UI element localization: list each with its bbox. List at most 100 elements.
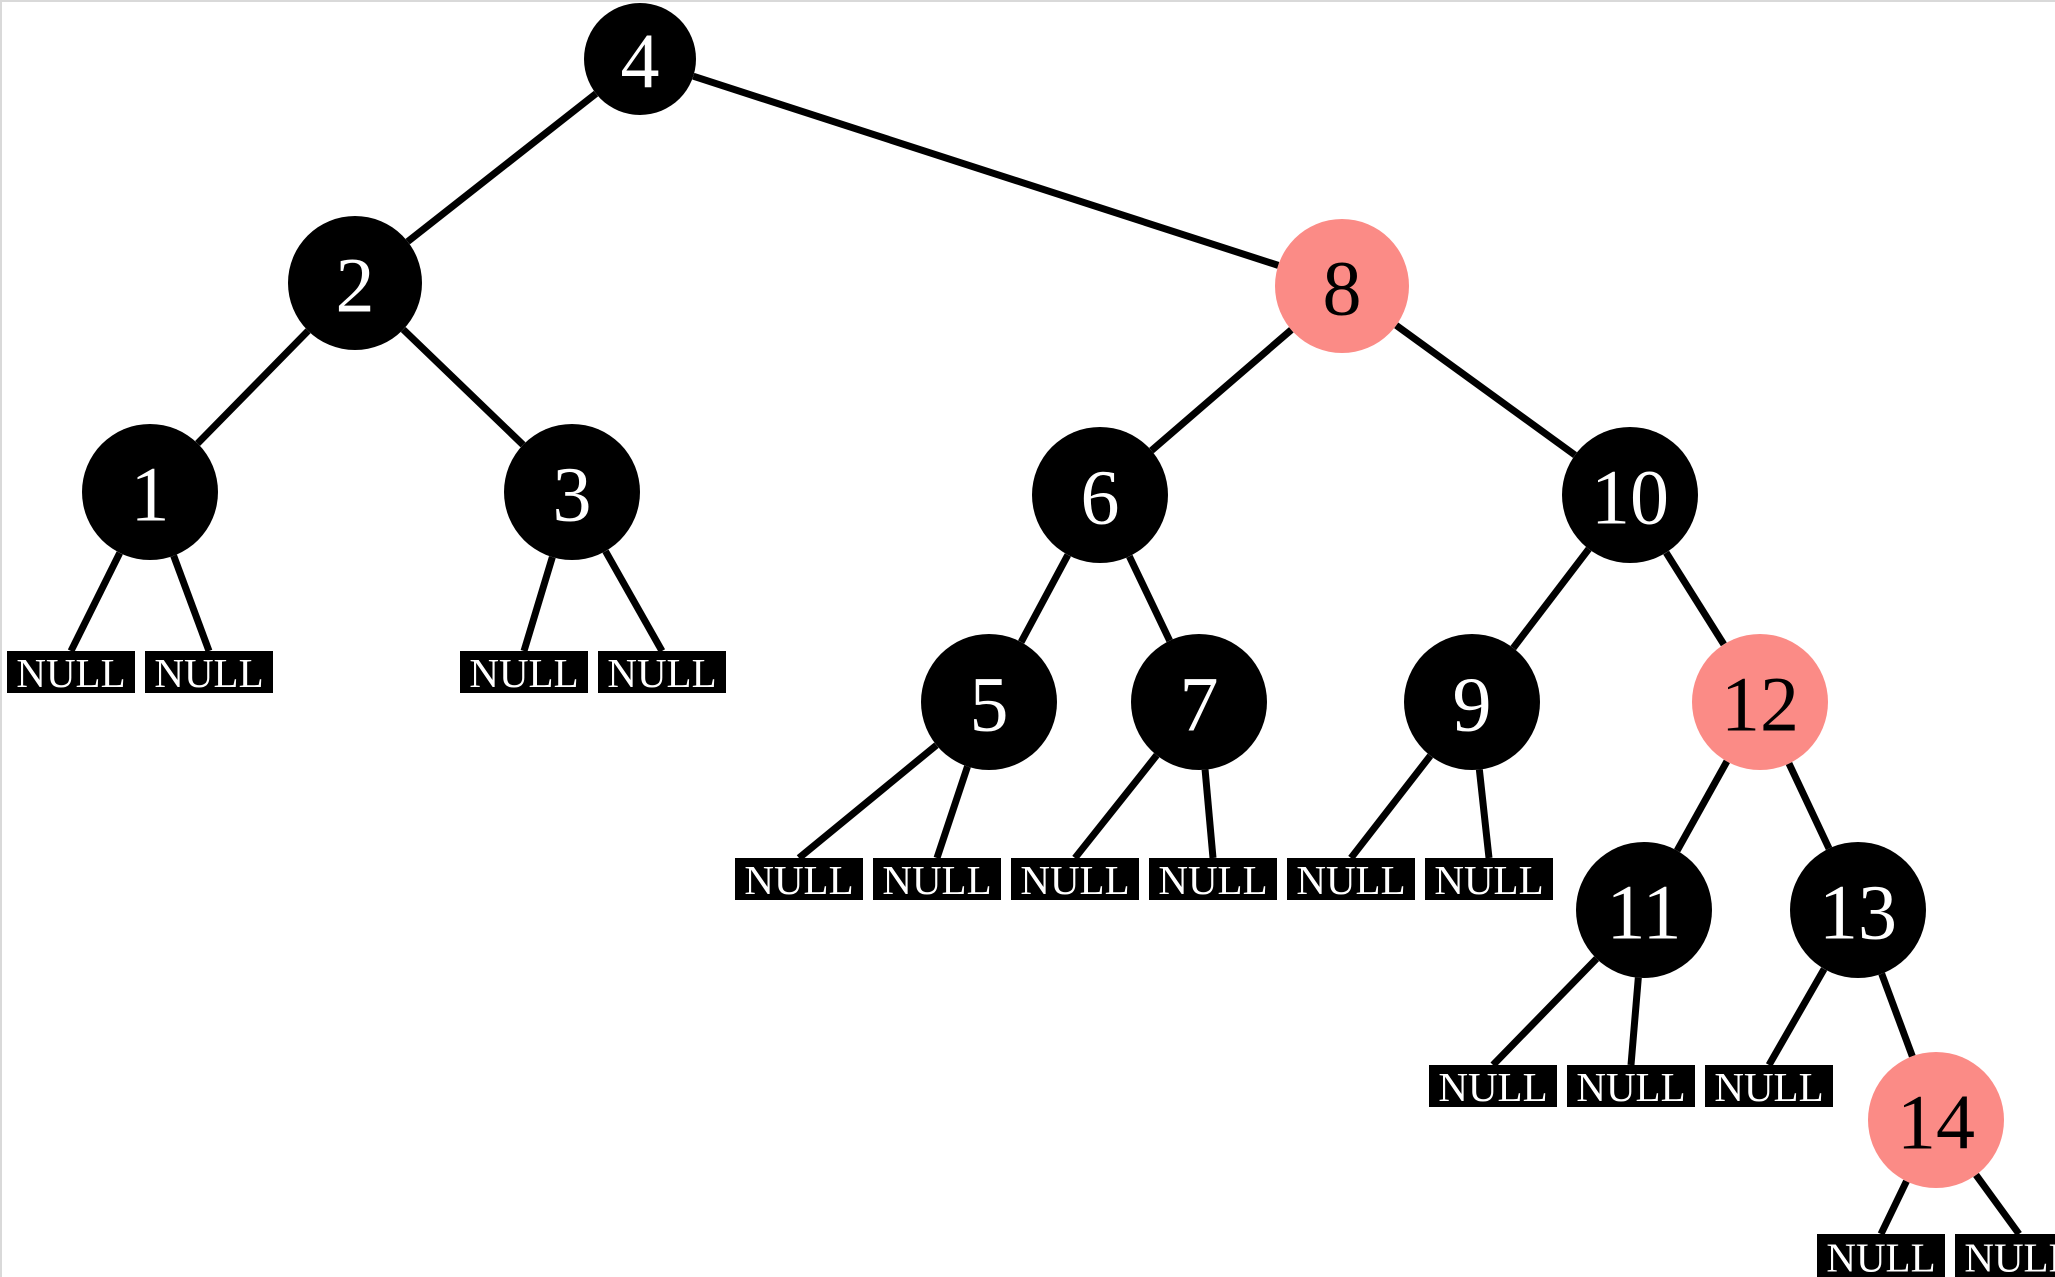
null-leaf-label: NULL [469, 650, 578, 696]
tree-edge [1877, 1179, 1910, 1236]
node-label: 4 [621, 18, 660, 105]
null-leaf-box [1287, 858, 1415, 900]
null-leaf-box [1955, 1234, 2055, 1277]
tree-edge [170, 554, 213, 653]
tree-node-14[interactable]: 14 [1868, 1052, 2004, 1188]
tree-node-3[interactable]: 3 [504, 424, 640, 560]
tree-node-13[interactable]: 13 [1790, 842, 1926, 978]
tree-node-5[interactable]: 5 [921, 634, 1057, 770]
null-leaf: NULL [460, 650, 588, 696]
null-leaf-label: NULL [1158, 857, 1267, 903]
tree-edge [1149, 327, 1294, 454]
tree-node-4[interactable]: 4 [584, 3, 696, 115]
tree-edge [1510, 546, 1592, 651]
node-label: 12 [1721, 661, 1799, 748]
tree-node-6[interactable]: 6 [1032, 427, 1168, 563]
node-label: 2 [336, 242, 375, 329]
null-leaf-label: NULL [1438, 1064, 1547, 1110]
tree-edge [1674, 759, 1730, 853]
tree-edge [692, 72, 1280, 269]
node-circle[interactable] [1032, 427, 1168, 563]
node-label: 13 [1819, 869, 1897, 956]
node-circle[interactable] [1275, 219, 1409, 353]
null-leaf: NULL [1429, 1064, 1557, 1110]
null-leaf-label: NULL [744, 857, 853, 903]
node-label: 1 [131, 451, 170, 538]
tree-edge [1878, 972, 1916, 1058]
null-leaf-box [1567, 1065, 1695, 1107]
tree-edge [602, 549, 666, 653]
null-leaf: NULL [1149, 857, 1277, 903]
null-leaf-label: NULL [1020, 857, 1129, 903]
tree-edge [1973, 1172, 2022, 1237]
null-leaf-box [460, 651, 588, 693]
tree-edge [1475, 769, 1493, 859]
null-leaf-box [1425, 858, 1553, 900]
tree-edge [1201, 769, 1217, 859]
node-circle[interactable] [1692, 634, 1828, 770]
node-circle[interactable] [1131, 634, 1267, 770]
null-leaf-box [735, 858, 863, 900]
node-circle[interactable] [288, 216, 422, 350]
tree-edge [1348, 753, 1434, 861]
null-leaf-box [873, 858, 1001, 900]
null-leaf-label: NULL [16, 650, 125, 696]
tree-edge [1126, 554, 1173, 643]
null-leaf: NULL [1955, 1234, 2055, 1277]
null-leaf-box [7, 651, 135, 693]
tree-node-12[interactable]: 12 [1692, 634, 1828, 770]
tree-edge [400, 326, 526, 448]
tree-edge [520, 556, 556, 653]
node-circle[interactable] [1576, 842, 1712, 978]
node-circle[interactable] [1790, 842, 1926, 978]
null-leaf: NULL [1287, 857, 1415, 903]
node-label: 5 [970, 661, 1009, 748]
node-circle[interactable] [1562, 427, 1698, 563]
tree-edge [1765, 967, 1828, 1067]
tree-node-8[interactable]: 8 [1275, 219, 1409, 353]
tree-node-7[interactable]: 7 [1131, 634, 1267, 770]
tree-node-2[interactable]: 2 [288, 216, 422, 350]
node-label: 11 [1606, 869, 1681, 956]
node-circle[interactable] [1404, 634, 1540, 770]
tree-node-11[interactable]: 11 [1576, 842, 1712, 978]
tree-edge [796, 742, 939, 861]
null-leaf: NULL [1011, 857, 1139, 903]
null-leaf-label: NULL [1296, 857, 1405, 903]
node-label: 8 [1323, 245, 1362, 332]
tree-edge [1663, 550, 1727, 647]
node-label: 3 [553, 451, 592, 538]
tree-node-9[interactable]: 9 [1404, 634, 1540, 770]
tree-node-10[interactable]: 10 [1562, 427, 1698, 563]
node-label: 7 [1180, 661, 1219, 748]
node-label: 14 [1897, 1079, 1975, 1166]
null-leaf-box [1149, 858, 1277, 900]
node-circle[interactable] [82, 424, 218, 560]
node-circle[interactable] [1868, 1052, 2004, 1188]
node-circle[interactable] [921, 634, 1057, 770]
null-leaf: NULL [1705, 1064, 1833, 1110]
null-leaf: NULL [7, 650, 135, 696]
node-label: 9 [1453, 661, 1492, 748]
node-circle[interactable] [504, 424, 640, 560]
null-leaf: NULL [873, 857, 1001, 903]
node-circle[interactable] [584, 3, 696, 115]
null-leaf-box [598, 651, 726, 693]
tree-edge [67, 551, 123, 653]
null-leaf-label: NULL [882, 857, 991, 903]
tree-edge [1018, 553, 1071, 644]
tree-edge [405, 90, 599, 245]
node-label: 10 [1591, 454, 1669, 541]
null-leaf-layer: NULL NULL NULL NULL NULL NULL NULL NULL NULL NULL… [7, 650, 2055, 1277]
tree-edge [1627, 977, 1642, 1066]
null-leaf-box [145, 651, 273, 693]
tree-node-1[interactable]: 1 [82, 424, 218, 560]
null-leaf-box [1705, 1065, 1833, 1107]
null-leaf-label: NULL [154, 650, 263, 696]
null-leaf-box [1429, 1065, 1557, 1107]
null-leaf-box [1817, 1234, 1945, 1277]
null-leaf-label: NULL [1714, 1064, 1823, 1110]
null-leaf-box [1011, 858, 1139, 900]
